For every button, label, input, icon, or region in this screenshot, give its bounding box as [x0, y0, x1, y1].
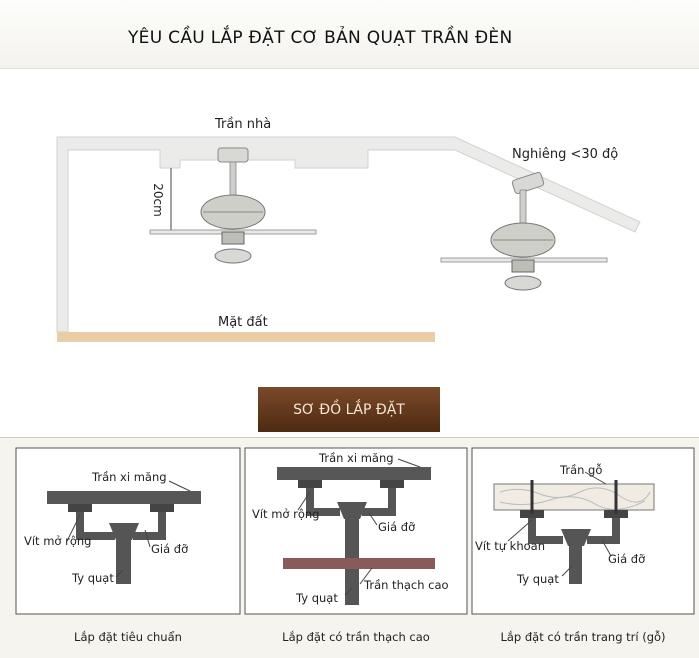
installation-diagram-button-label: SƠ ĐỒ LẮP ĐẶT	[293, 401, 405, 418]
panel1-bracket-label: Giá đỡ	[151, 542, 188, 556]
panel1-screw-label: Vít mở rộng	[24, 534, 91, 548]
panel3-screw-label: Vít tự khoan	[475, 539, 545, 553]
page-title: YÊU CẦU LẮP ĐẶT CƠ BẢN QUẠT TRẦN ĐÈN	[128, 28, 513, 48]
panel3-bracket-label: Giá đỡ	[608, 552, 645, 566]
panel1-caption: Lắp đặt tiêu chuẩn	[74, 630, 182, 644]
panel-wood: Trần gỗ Vít tự khoan Giá đỡ Ty quạt	[471, 447, 695, 615]
panel3-caption: Lắp đặt có trần trang trí (gỗ)	[500, 630, 666, 644]
panel2-rod-label: Ty quạt	[295, 591, 338, 605]
slope-label: Nghiêng <30 độ	[512, 147, 618, 162]
panel1-ceiling-label: Trần xi măng	[91, 470, 167, 484]
floor-label: Mặt đất	[218, 315, 268, 330]
ceiling-shape	[56, 136, 641, 333]
distance-label: 20cm	[151, 183, 165, 217]
fan-installation-diagram: 20cm Trần nhà Mặt đất Nghiêng <30 độ	[56, 117, 641, 342]
panel3-ceiling-label: Trần gỗ	[559, 463, 602, 477]
panel-plaster: Trần xi măng Vít mở rộng Giá đỡ Trần thạ…	[244, 447, 468, 615]
panel2-caption: Lắp đặt có trần thạch cao	[282, 630, 430, 644]
ceiling-fan-flat	[149, 147, 317, 264]
panel1-rod-label: Ty quạt	[71, 571, 114, 585]
panel2-ceiling-label: Trần xi măng	[318, 451, 394, 465]
panel2-screw-label: Vít mở rộng	[252, 507, 319, 521]
panel3-rod-label: Ty quạt	[516, 572, 559, 586]
ceiling-fan-sloped	[440, 171, 608, 291]
floor-bar	[57, 332, 435, 342]
header-bar: YÊU CẦU LẮP ĐẶT CƠ BẢN QUẠT TRẦN ĐÈN	[0, 0, 699, 69]
ceiling-label: Trần nhà	[214, 117, 271, 132]
mounting-diagrams: Trần xi măng Vít mở rộng Giá đỡ Ty quạt …	[15, 447, 695, 615]
installation-diagram-button[interactable]: SƠ ĐỒ LẮP ĐẶT	[258, 387, 440, 432]
panel2-plaster-label: Trần thạch cao	[363, 578, 449, 592]
panel2-bracket-label: Giá đỡ	[378, 520, 415, 534]
panel-standard: Trần xi măng Vít mở rộng Giá đỡ Ty quạt	[15, 447, 241, 615]
